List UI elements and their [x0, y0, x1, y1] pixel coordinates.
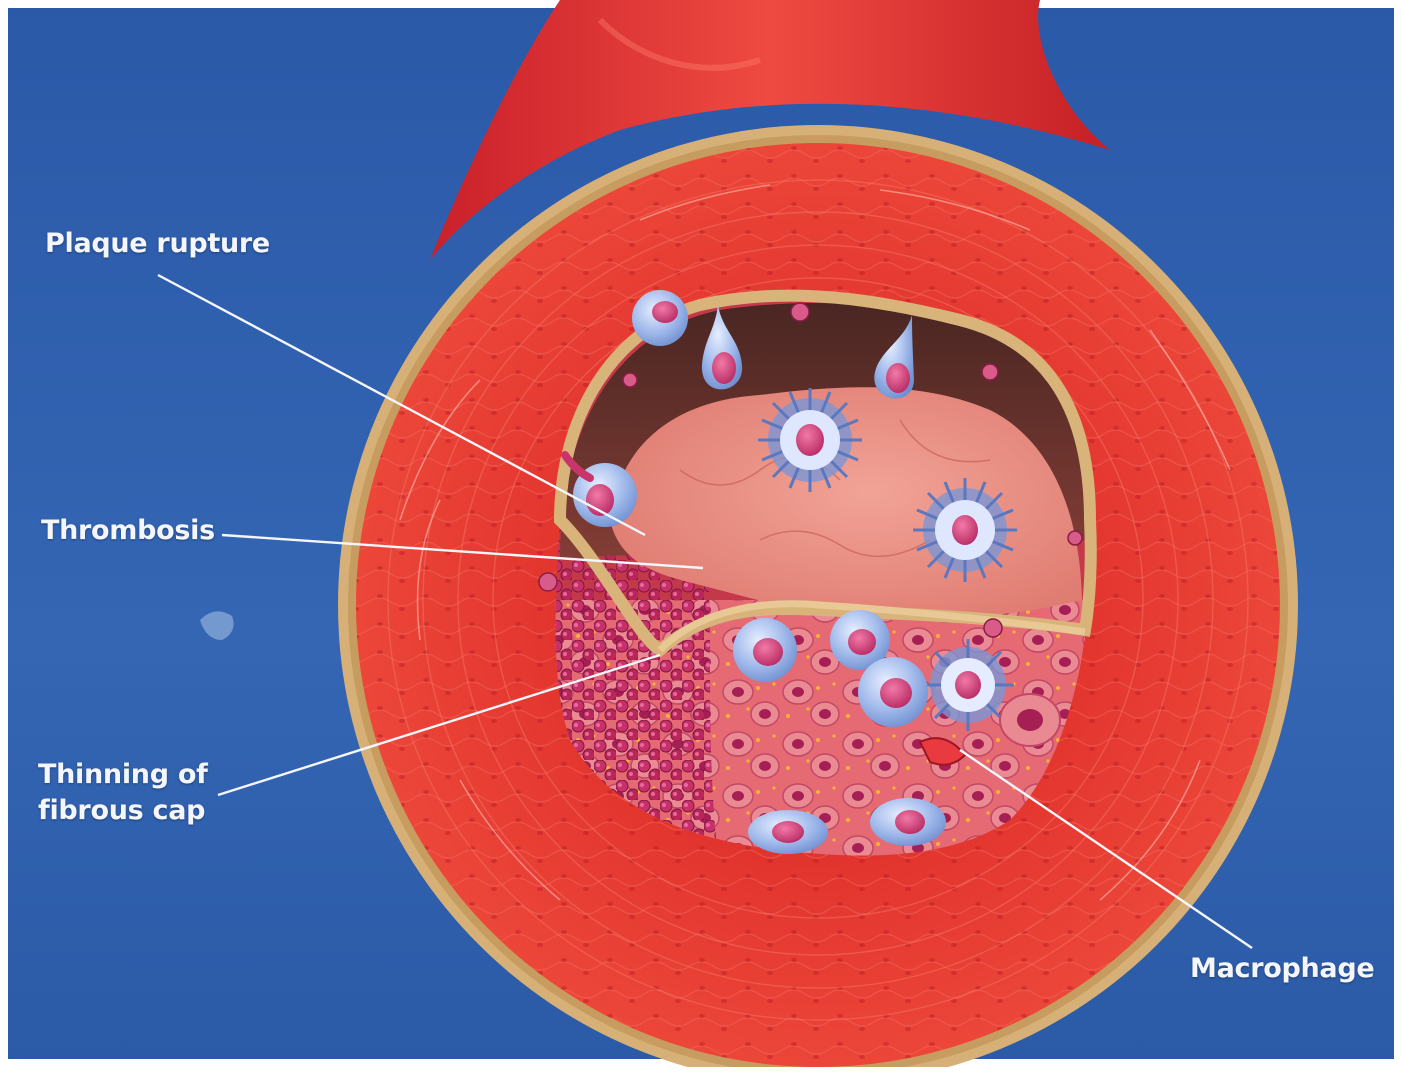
label-plaque-rupture-text: Plaque rupture: [45, 226, 270, 262]
label-macrophage: Macrophage: [1190, 951, 1374, 987]
label-thinning-line1: Thinning of: [38, 757, 208, 793]
label-thinning-line2: fibrous cap: [38, 793, 208, 829]
label-thinning-fibrous-cap: Thinning of fibrous cap: [38, 757, 208, 829]
label-macrophage-text: Macrophage: [1190, 951, 1374, 987]
label-thrombosis-text: Thrombosis: [41, 513, 215, 549]
label-plaque-rupture: Plaque rupture: [45, 226, 270, 262]
label-thrombosis: Thrombosis: [41, 513, 215, 549]
